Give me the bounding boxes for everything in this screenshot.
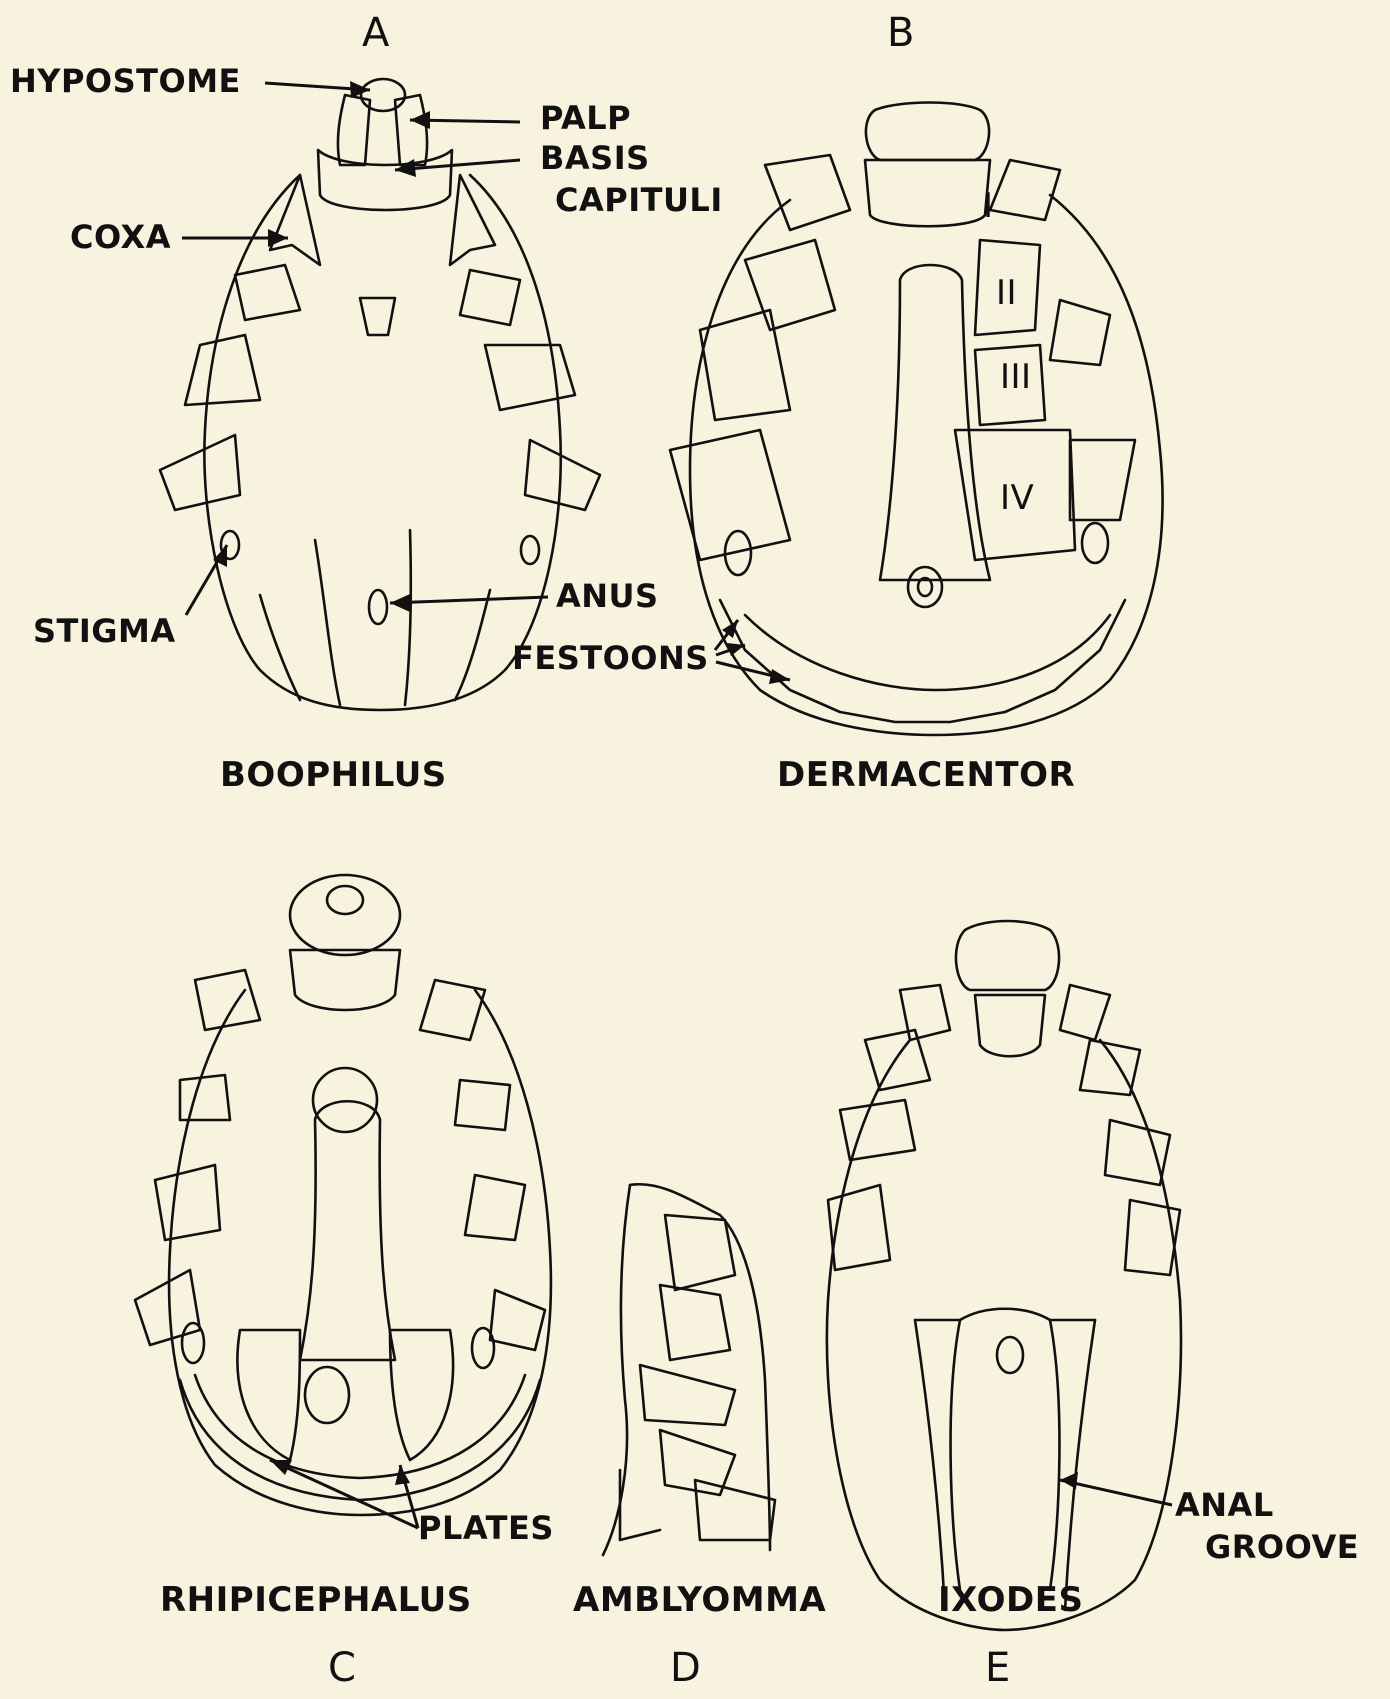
panel-letter-d: D <box>670 1645 701 1691</box>
title-boophilus: BOOPHILUS <box>220 755 447 795</box>
label-capituli: CAPITULI <box>555 182 723 218</box>
title-amblyomma: AMBLYOMMA <box>573 1580 826 1620</box>
coxa-numeral-2: II <box>996 273 1017 313</box>
coxa-numeral-4: IV <box>1000 478 1034 518</box>
label-festoons: FESTOONS <box>512 640 709 676</box>
title-ixodes: IXODES <box>938 1580 1084 1620</box>
panel-letter-c: C <box>328 1645 356 1691</box>
label-groove: GROOVE <box>1205 1529 1359 1565</box>
label-palp: PALP <box>540 100 631 136</box>
amblyomma-drawing <box>603 1184 775 1555</box>
title-dermacentor: DERMACENTOR <box>777 755 1075 795</box>
label-plates: PLATES <box>418 1510 554 1546</box>
coxa-numeral-3: III <box>1000 357 1032 397</box>
label-anus: ANUS <box>556 578 659 614</box>
title-rhipicephalus: RHIPICEPHALUS <box>160 1580 472 1620</box>
dermacentor-drawing <box>670 103 1163 736</box>
label-hypostome: HYPOSTOME <box>10 63 241 99</box>
boophilus-drawing <box>160 79 600 710</box>
label-coxa: COXA <box>70 219 171 255</box>
ixodes-drawing <box>827 921 1181 1630</box>
label-basis: BASIS <box>540 140 650 176</box>
panel-letter-b: B <box>887 10 915 56</box>
panel-letter-a: A <box>362 10 390 56</box>
rhipicephalus-drawing <box>135 875 551 1515</box>
label-anal: ANAL <box>1175 1487 1274 1523</box>
label-stigma: STIGMA <box>33 613 176 649</box>
coxa-numeral-1: I <box>983 186 994 226</box>
panel-letter-e: E <box>985 1645 1011 1691</box>
